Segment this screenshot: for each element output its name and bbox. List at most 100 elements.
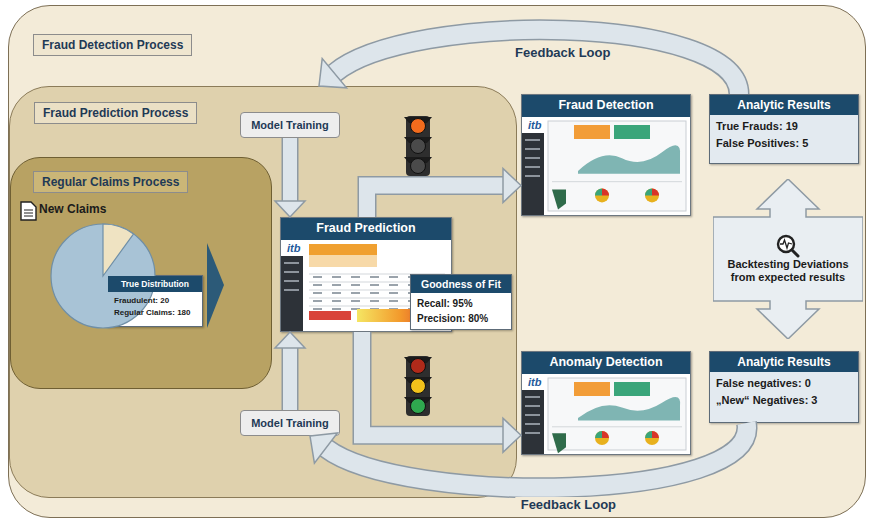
dashboard-mockup-part <box>332 284 341 286</box>
logo-text: itb <box>285 242 302 254</box>
dashboard-mockup-part <box>652 431 659 438</box>
box-label: Model Training <box>245 414 335 432</box>
dashboard-mockup-part <box>284 271 299 273</box>
card-value: „New“ Negatives: 3 <box>710 392 858 412</box>
arrow-body <box>367 186 503 218</box>
traffic-lights-part <box>411 399 426 414</box>
dashboard-mockup-part <box>525 396 540 398</box>
claims-label: New Claims <box>39 202 106 216</box>
region-heading: Fraud Detection Process <box>33 34 192 56</box>
dashboard-mockup-part <box>645 431 652 438</box>
dashboard-mockup-part <box>389 308 398 310</box>
arrow-head <box>275 332 305 348</box>
dashboard-mockup-part <box>370 308 379 310</box>
arrow-outline <box>282 138 299 201</box>
dashboard-mockup-part <box>284 262 299 264</box>
dashboard-mockup-part <box>595 188 609 202</box>
dashboard-mockup-part <box>351 300 360 302</box>
dashboard-mockup-part <box>595 431 602 438</box>
dashboard-mockup-part <box>332 292 341 294</box>
arrow-head <box>503 169 521 203</box>
magnifier-icon-part <box>780 240 792 248</box>
claims-illustration-part-part <box>24 213 33 214</box>
traffic-lights-part <box>404 117 432 123</box>
dashboard-mockup-part <box>614 125 650 139</box>
claims-illustration-part-part <box>24 210 33 211</box>
dashboard-mockup-part <box>370 300 379 302</box>
dashboard-mockup-part <box>284 289 299 291</box>
dashboard-mockup-part <box>525 423 540 425</box>
card-value: False Positives: 5 <box>710 135 858 155</box>
traffic-lights-part <box>411 359 426 374</box>
card-title: Analytic Results <box>710 352 858 372</box>
traffic-lights-part <box>411 119 426 134</box>
dashboard-mockup-part <box>552 190 566 210</box>
dashboard-mockup-part <box>645 188 659 202</box>
screen-panel: Anomaly Detectionitb <box>521 351 691 455</box>
dashboard-mockup-part <box>522 374 690 454</box>
dashboard-mockup-part <box>525 175 540 177</box>
arrow-body <box>326 423 747 488</box>
card-value: Fraudulent: 20 <box>108 292 202 307</box>
logo-text: itb <box>526 376 543 388</box>
arrow-outline <box>362 332 503 435</box>
dashboard-mockup-part <box>313 300 322 302</box>
dashboard-mockup-part <box>548 378 686 450</box>
dashboard-mockup-part <box>351 292 360 294</box>
card-value: Regular Claims: 180 <box>108 307 202 322</box>
dashboard-mockup-part <box>525 166 540 168</box>
screen-title: Fraud Detection <box>522 95 690 117</box>
process-region: Fraud Detection ProcessFraud Prediction … <box>8 5 866 518</box>
box-label: Model Training <box>245 116 335 134</box>
arrow-outline <box>326 423 747 488</box>
screen-title: Fraud Prediction <box>281 218 451 240</box>
backtest-arrow: Backtesting Deviations from expected res… <box>713 179 863 339</box>
dashboard-mockup-part <box>548 121 686 211</box>
feedback-arrow <box>275 138 305 217</box>
feedback-arrow <box>362 332 521 452</box>
dashboard-mockup-part <box>652 188 659 195</box>
arrow-body <box>334 30 739 94</box>
dashboard-mockup-part <box>522 390 544 454</box>
process-box: Model Training <box>240 112 340 138</box>
traffic-lights-part <box>404 397 432 403</box>
arrow-outline <box>334 30 739 94</box>
traffic-lights-part <box>406 116 430 176</box>
traffic-lights-part <box>411 139 426 154</box>
dashboard-mockup-part <box>309 244 377 255</box>
arrow-head <box>310 433 337 463</box>
dashboard-mockup <box>522 117 690 215</box>
dashboard-mockup-part <box>351 284 360 286</box>
claims-illustration-part-part <box>21 202 36 220</box>
info-card: Analytic ResultsFalse negatives: 0„New“ … <box>709 351 859 423</box>
dashboard-mockup-part <box>595 188 602 195</box>
dashboard-mockup-part <box>595 431 609 445</box>
process-region: Fraud Prediction ProcessRegular Claims P… <box>9 86 517 498</box>
traffic-lights-part <box>404 357 432 363</box>
dashboard-mockup-part <box>389 292 398 294</box>
dashboard-mockup-part <box>602 431 609 438</box>
card-title: True Distribution <box>108 276 202 292</box>
magnifier-icon-part <box>792 250 798 256</box>
dashboard-mockup-part <box>522 117 690 215</box>
dashboard-mockup-part <box>525 405 540 407</box>
dashboard-mockup-part <box>574 382 610 396</box>
dashboard-mockup-part <box>309 311 351 320</box>
card-value: Recall: 95% <box>411 293 511 311</box>
traffic-lights-part <box>411 159 426 174</box>
dashboard-mockup-part <box>332 276 341 278</box>
claims-illustration-part-part <box>51 224 155 328</box>
double-arrow-shape-part <box>713 179 863 339</box>
traffic-lights-part <box>404 157 432 163</box>
claims-illustration-part-part <box>207 243 224 328</box>
dashboard-mockup-part <box>552 426 682 427</box>
logo-text: itb <box>526 119 543 131</box>
arrow-body <box>283 138 297 201</box>
info-card: True DistributionFraudulent: 20Regular C… <box>107 275 203 327</box>
dashboard-mockup-part <box>552 181 682 182</box>
dashboard-mockup-part <box>313 284 322 286</box>
dashboard-mockup-part <box>351 308 360 310</box>
dashboard-mockup-part <box>370 292 379 294</box>
dashboard-mockup-part <box>522 133 544 215</box>
